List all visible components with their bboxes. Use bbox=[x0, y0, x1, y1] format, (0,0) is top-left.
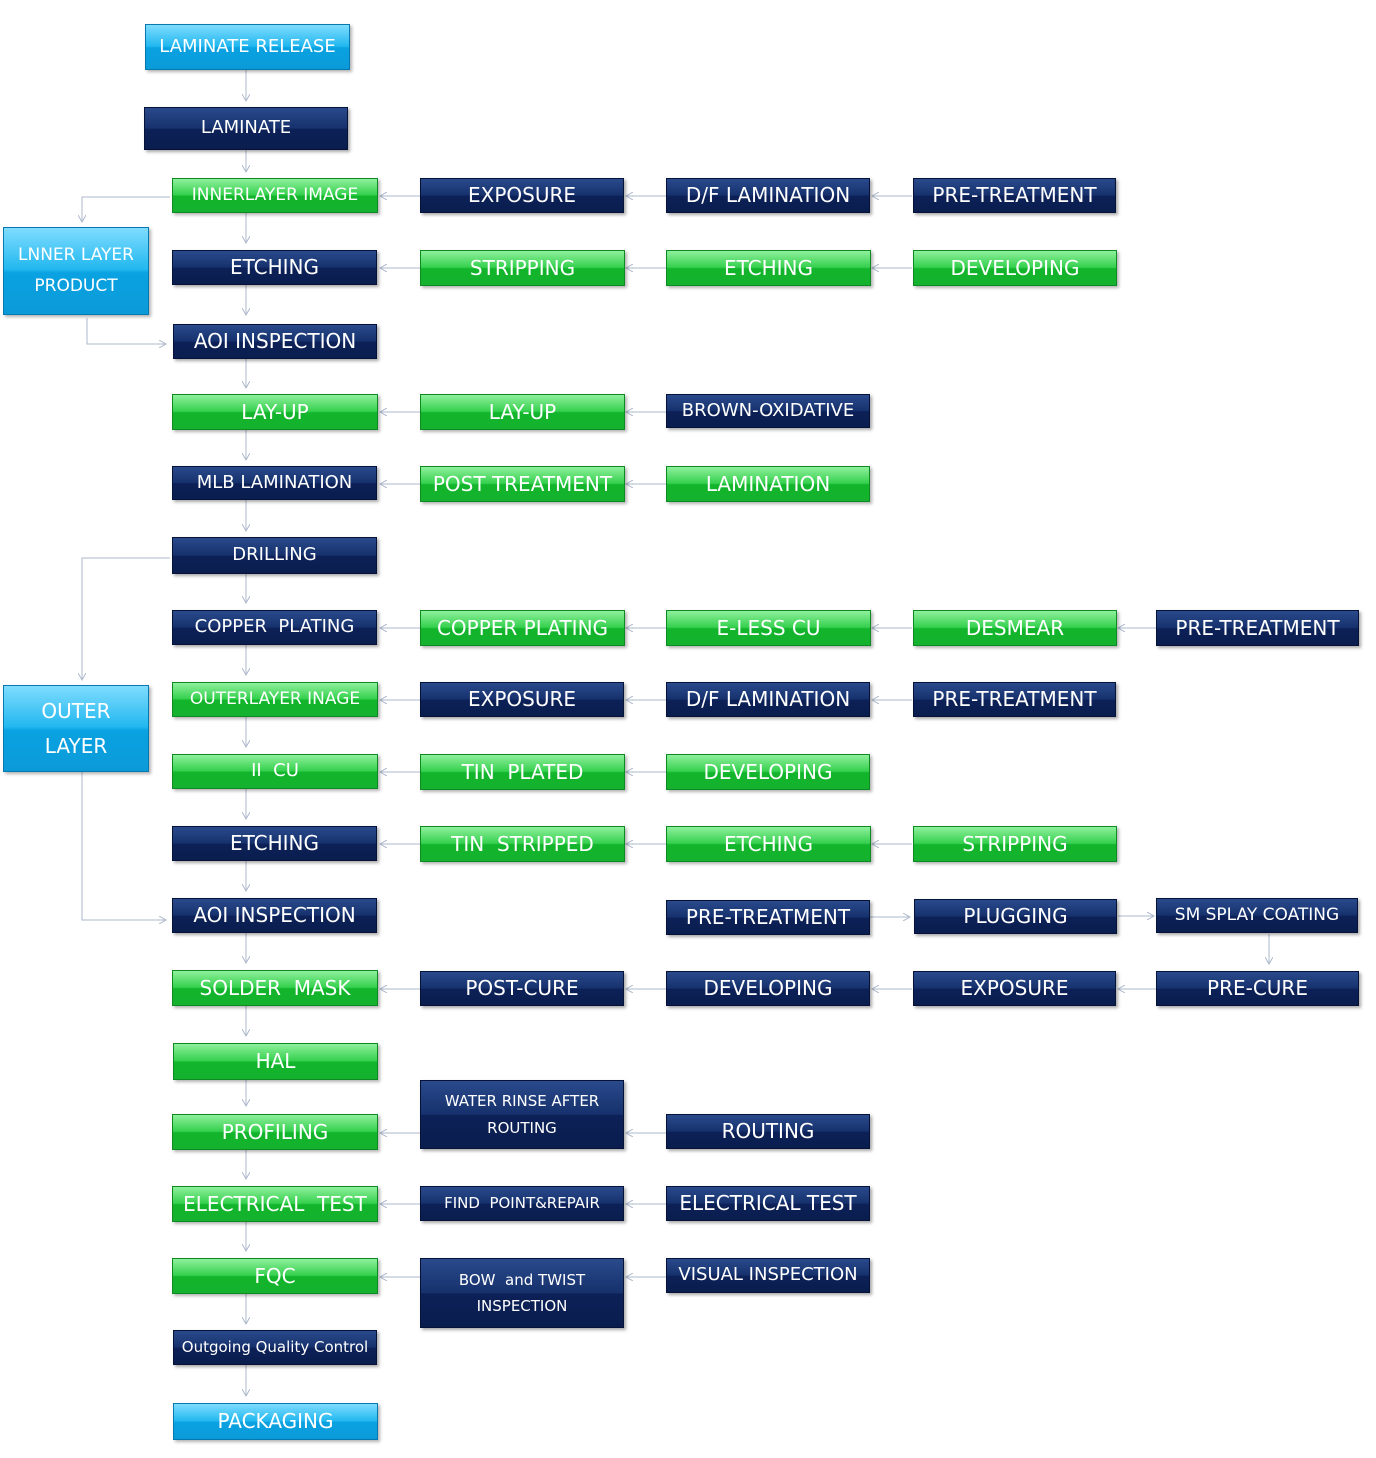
step-stripping-2: STRIPPING bbox=[913, 826, 1117, 862]
step-ii-cu: II CU bbox=[172, 754, 378, 789]
step-desmear: DESMEAR bbox=[913, 610, 1117, 646]
step-etching-2: ETCHING bbox=[666, 826, 871, 862]
step-laminate: LAMINATE bbox=[144, 107, 348, 150]
step-drilling: DRILLING bbox=[172, 537, 377, 574]
step-layup-main: LAY-UP bbox=[172, 394, 378, 430]
step-sm-splay-coating: SM SPLAY COATING bbox=[1156, 898, 1358, 933]
step-outerlayer-image: OUTERLAYER INAGE bbox=[172, 682, 378, 717]
step-exposure-3: EXPOSURE bbox=[913, 971, 1116, 1006]
step-brown-oxidative: BROWN-OXIDATIVE bbox=[666, 394, 870, 428]
step-copper-plating-main: COPPER PLATING bbox=[172, 610, 377, 645]
step-post-treatment: POST TREATMENT bbox=[420, 466, 625, 502]
step-innerlayer-image: INNERLAYER IMAGE bbox=[172, 178, 378, 213]
step-water-rinse-after-routing: WATER RINSE AFTER ROUTING bbox=[420, 1080, 624, 1149]
step-df-lamination-1: D/F LAMINATION bbox=[666, 178, 870, 213]
step-find-point-repair: FIND POINT&REPAIR bbox=[420, 1186, 624, 1221]
step-tin-plated: TIN PLATED bbox=[420, 754, 625, 790]
step-solder-mask: SOLDER MASK bbox=[172, 970, 378, 1006]
step-outgoing-quality-control: Outgoing Quality Control bbox=[173, 1330, 377, 1365]
step-mlb-lamination: MLB LAMINATION bbox=[172, 466, 377, 500]
step-etching-1: ETCHING bbox=[666, 250, 871, 286]
inner-layer-product: LNNER LAYER PRODUCT bbox=[3, 227, 149, 315]
step-e-less-cu: E-LESS CU bbox=[666, 610, 871, 646]
step-laminate-release: LAMINATE RELEASE bbox=[145, 24, 350, 70]
step-developing-3: DEVELOPING bbox=[666, 971, 870, 1006]
step-aoi-inspection-2: AOI INSPECTION bbox=[172, 898, 377, 933]
step-profiling: PROFILING bbox=[172, 1114, 378, 1150]
step-aoi-inspection-1: AOI INSPECTION bbox=[173, 324, 377, 359]
step-post-cure: POST-CURE bbox=[420, 971, 624, 1006]
step-pre-treatment-3: PRE-TREATMENT bbox=[913, 682, 1116, 717]
step-exposure-1: EXPOSURE bbox=[420, 178, 624, 213]
step-electrical-test-main: ELECTRICAL TEST bbox=[172, 1186, 378, 1222]
step-pre-treatment-4: PRE-TREATMENT bbox=[666, 900, 870, 935]
step-pre-treatment-2: PRE-TREATMENT bbox=[1156, 610, 1359, 646]
step-hal: HAL bbox=[173, 1043, 378, 1080]
step-bow-twist-inspection: BOW and TWIST INSPECTION bbox=[420, 1258, 624, 1328]
step-etching-main-1: ETCHING bbox=[172, 250, 377, 285]
step-layup: LAY-UP bbox=[420, 394, 625, 430]
outer-layer: OUTER LAYER bbox=[3, 685, 149, 772]
step-tin-stripped: TIN STRIPPED bbox=[420, 826, 625, 862]
step-etching-main-2: ETCHING bbox=[172, 826, 377, 861]
step-routing: ROUTING bbox=[666, 1114, 870, 1149]
step-visual-inspection: VISUAL INSPECTION bbox=[666, 1258, 870, 1293]
step-developing-1: DEVELOPING bbox=[913, 250, 1117, 286]
step-pre-cure: PRE-CURE bbox=[1156, 971, 1359, 1006]
step-pre-treatment-1: PRE-TREATMENT bbox=[913, 178, 1116, 213]
step-packaging: PACKAGING bbox=[173, 1403, 378, 1440]
step-df-lamination-2: D/F LAMINATION bbox=[666, 682, 870, 717]
step-stripping-1: STRIPPING bbox=[420, 250, 625, 286]
step-exposure-2: EXPOSURE bbox=[420, 682, 624, 717]
step-fqc: FQC bbox=[172, 1258, 378, 1294]
step-plugging: PLUGGING bbox=[914, 899, 1117, 934]
step-electrical-test: ELECTRICAL TEST bbox=[666, 1186, 870, 1221]
step-copper-plating: COPPER PLATING bbox=[420, 610, 625, 646]
step-lamination: LAMINATION bbox=[666, 466, 870, 502]
step-developing-2: DEVELOPING bbox=[666, 754, 870, 790]
